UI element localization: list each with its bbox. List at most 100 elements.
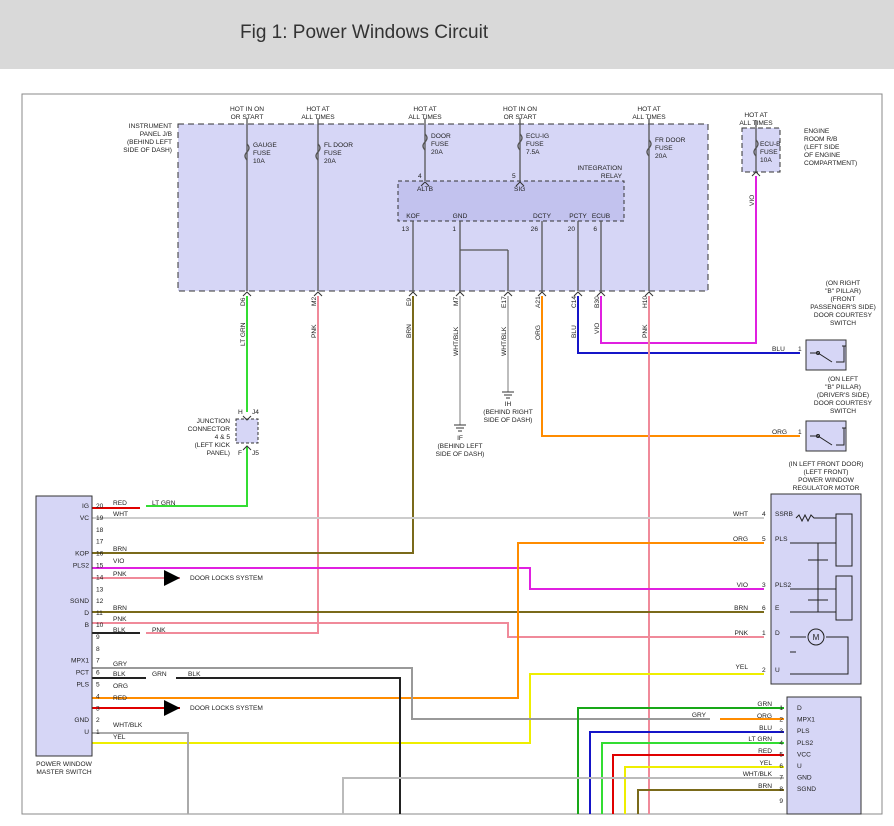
engine-room-rb xyxy=(741,127,781,173)
engine-fuse-name: ECU-B xyxy=(760,141,781,148)
junction-h: H xyxy=(238,409,243,416)
fuse3-amp: 20A xyxy=(431,149,443,156)
master-pin-number: 14 xyxy=(96,574,104,581)
relay-label-1: INTEGRATION xyxy=(577,165,622,172)
rs-pin-number: 5 xyxy=(779,751,783,758)
master-wire-red-1: RED xyxy=(113,500,127,507)
master-wire-blk-2: BLK xyxy=(113,671,126,678)
wire-vio-label: VIO xyxy=(594,323,601,334)
master-wire-pnk-1: PNK xyxy=(113,571,127,578)
master-wire-brn-2: BRN xyxy=(113,605,127,612)
engine-fuse-type: FUSE xyxy=(760,149,778,156)
master-wire-pnk-2: PNK xyxy=(113,616,127,623)
master-pin-number: 2 xyxy=(96,717,100,724)
motor-wire-vio: VIO xyxy=(737,582,748,589)
fuse5-type: FUSE xyxy=(655,145,673,152)
ground-symbols xyxy=(454,391,514,432)
courtesy-right-pin: 1 xyxy=(798,346,802,353)
fuse2-name: FL DOOR xyxy=(324,142,353,149)
master-pin-name: D xyxy=(84,610,89,617)
engine-fuse-amp: 10A xyxy=(760,157,772,164)
conn-c14: C14 xyxy=(571,296,578,308)
courtesy-left-4: DOOR COURTESY xyxy=(814,400,873,407)
master-pin-number: 16 xyxy=(96,551,104,558)
courtesy-right-wire: BLU xyxy=(772,346,785,353)
fuse-symbols xyxy=(244,133,759,161)
hot3-line2: ALL TIMES xyxy=(408,114,442,121)
master-pin-number: 8 xyxy=(96,646,100,653)
wire-brn-label: BRN xyxy=(406,324,413,338)
master-pin-number: 18 xyxy=(96,527,104,534)
conn-d6: D6 xyxy=(240,297,247,306)
motor-wire-org: ORG xyxy=(733,536,748,543)
courtesy-right-5: DOOR COURTESY xyxy=(814,312,873,319)
master-pin-number: 4 xyxy=(96,693,100,700)
rs-pin-number: 8 xyxy=(779,786,783,793)
conn-m2: M2 xyxy=(311,297,318,306)
rs-pin-number: 1 xyxy=(779,705,783,712)
courtesy-left-wire: ORG xyxy=(772,429,787,436)
rs-wire-ltgrn: LT GRN xyxy=(748,736,772,743)
gry-wire-label: GRY xyxy=(692,712,707,719)
courtesy-left-2: "B" PILLAR) xyxy=(825,384,861,391)
courtesy-right-4: PASSENGER'S SIDE) xyxy=(810,304,876,311)
master-wire-blk-1: BLK xyxy=(113,627,126,634)
master-wire-brn-1: BRN xyxy=(113,546,127,553)
motor-name-pls2: PLS2 xyxy=(775,582,791,589)
junction-chevrons xyxy=(242,415,252,451)
motor-name-e: E xyxy=(775,605,780,612)
courtesy-left-1: (ON LEFT xyxy=(828,376,858,383)
junction-j4: J4 xyxy=(252,409,259,416)
junction-label-1: JUNCTION xyxy=(197,418,231,425)
rs-wire-whtblk: WHT/BLK xyxy=(743,771,773,778)
junction-f: F xyxy=(238,450,242,457)
courtesy-left-3: (DRIVER'S SIDE) xyxy=(817,392,869,399)
engine-hot-1: HOT AT xyxy=(744,112,767,119)
rs-pin-name: SGND xyxy=(797,786,816,793)
motor-name-ssrb: SSRB xyxy=(775,511,794,518)
ground-if-loc-2: SIDE OF DASH) xyxy=(436,451,485,458)
panel-label-2: PANEL J/B xyxy=(140,131,173,138)
master-pin-number: 9 xyxy=(96,634,100,641)
junction-label-3: 4 & 5 xyxy=(215,434,231,441)
master-pin-name: PLS2 xyxy=(73,563,89,570)
diagram-frame xyxy=(21,93,883,815)
fuse4-name: ECU-IG xyxy=(526,133,549,140)
door-locks-2: DOOR LOCKS SYSTEM xyxy=(190,705,263,712)
fuse2-amp: 20A xyxy=(324,158,336,165)
master-pin-number: 6 xyxy=(96,670,100,677)
pin-20: 20 xyxy=(568,226,576,233)
ground-ih: IH xyxy=(505,401,512,408)
master-pin-number: 20 xyxy=(96,503,104,510)
courtesy-right-1: (ON RIGHT xyxy=(826,280,860,287)
master-pin-name: PLS xyxy=(77,682,90,689)
hot3-line1: HOT AT xyxy=(413,106,436,113)
engine-label-2: ROOM R/B xyxy=(804,136,838,143)
conn-b30: B30 xyxy=(594,296,601,308)
junction-j5: J5 xyxy=(252,450,259,457)
pin-4: 4 xyxy=(418,173,422,180)
motor-pin-4: 4 xyxy=(762,511,766,518)
courtesy-right-6: SWITCH xyxy=(830,320,856,327)
ground-if: IF xyxy=(457,435,463,442)
junction-connector xyxy=(235,418,259,444)
pin-1: 1 xyxy=(452,226,456,233)
panel-label-3: (BEHIND LEFT xyxy=(127,139,172,146)
pin-altb: ALTB xyxy=(417,186,434,193)
rs-wire-brn: BRN xyxy=(758,783,772,790)
panel-labels: INSTRUMENT PANEL J/B (BEHIND LEFT SIDE O… xyxy=(123,106,857,233)
engine-label-3: (LEFT SIDE xyxy=(804,144,840,151)
wire-org-label: ORG xyxy=(535,325,542,340)
courtesy-left-pin: 1 xyxy=(798,429,802,436)
rs-pin-name: U xyxy=(797,763,802,770)
master-pin-number: 11 xyxy=(96,610,103,617)
wire-ltgrn-label: LT GRN xyxy=(240,322,247,346)
motor-labels: (IN LEFT FRONT DOOR) (LEFT FRONT) POWER … xyxy=(733,461,863,674)
junction-label-4: (LEFT KICK xyxy=(195,442,231,449)
motor-pin-5: 5 xyxy=(762,536,766,543)
courtesy-switch-symbols xyxy=(810,345,846,446)
master-pin-name: B xyxy=(85,622,90,629)
rs-pin-number: 4 xyxy=(779,740,783,747)
